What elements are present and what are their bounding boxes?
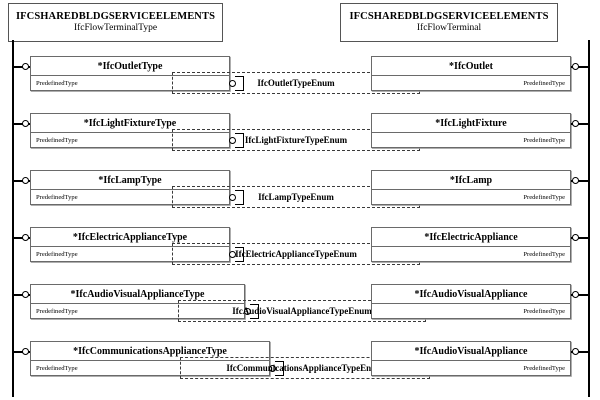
schema-header-left: IFCSHAREDBLDGSERVICEELEMENTS IfcFlowTerm… <box>8 3 223 42</box>
entity-title-right: *IfcOutlet <box>372 57 570 76</box>
supertype-circle-left <box>22 234 29 241</box>
entity-attribute-right: PredefinedType <box>523 250 565 258</box>
optional-bracket-left-bottom <box>235 197 244 205</box>
entity-box-left[interactable]: *IfcAudioVisualApplianceType PredefinedT… <box>30 284 245 319</box>
attribute-circle-left <box>229 194 236 201</box>
optional-bracket-left-bottom <box>235 140 244 148</box>
supertype-circle-left <box>22 177 29 184</box>
supertype-circle-right <box>572 63 579 70</box>
entity-box-right[interactable]: *IfcOutlet PredefinedType <box>371 56 571 91</box>
schema-name-left: IFCSHAREDBLDGSERVICEELEMENTS <box>15 11 216 23</box>
supertype-circle-right <box>572 120 579 127</box>
schema-entity-right: IfcFlowTerminal <box>416 23 482 34</box>
supertype-circle-left <box>22 291 29 298</box>
attribute-circle-left <box>229 251 236 258</box>
attribute-circle-left <box>229 137 236 144</box>
enumeration-label: IfcLampTypeEnum <box>258 192 334 202</box>
optional-bracket-left-top <box>235 190 244 198</box>
entity-attribute-left: PredefinedType <box>36 79 78 87</box>
optional-bracket-left-bottom <box>250 311 259 319</box>
connector-trunk-to-right-entity <box>571 180 588 182</box>
connector-trunk-to-right-entity <box>571 123 588 125</box>
entity-row: *IfcLightFixtureType PredefinedType IfcL… <box>0 0 600 151</box>
entity-attribute-right: PredefinedType <box>523 136 565 144</box>
entity-attribute-left: PredefinedType <box>36 364 78 372</box>
supertype-circle-right <box>572 348 579 355</box>
supertype-circle-left <box>22 348 29 355</box>
entity-box-left[interactable]: *IfcElectricApplianceType PredefinedType <box>30 227 230 262</box>
entity-row: *IfcCommunicationsApplianceType Predefin… <box>0 0 600 379</box>
entity-box-left[interactable]: *IfcCommunicationsApplianceType Predefin… <box>30 341 270 376</box>
attribute-circle-left <box>244 308 251 315</box>
connector-trunk-to-right-entity <box>571 294 588 296</box>
entity-box-left[interactable]: *IfcLampType PredefinedType <box>30 170 230 205</box>
trunk-line-right <box>588 40 590 397</box>
entity-row: *IfcElectricApplianceType PredefinedType… <box>0 0 600 265</box>
optional-bracket-left-top <box>235 247 244 255</box>
entity-title-right: *IfcAudioVisualAppliance <box>372 285 570 304</box>
entity-attribute-left: PredefinedType <box>36 136 78 144</box>
enumeration-label: IfcAudioVisualApplianceTypeEnum <box>232 306 372 316</box>
entity-row: *IfcOutletType PredefinedType IfcOutletT… <box>0 0 600 94</box>
attribute-circle-left <box>229 80 236 87</box>
optional-bracket-left-top <box>235 76 244 84</box>
entity-box-right[interactable]: *IfcAudioVisualAppliance PredefinedType <box>371 284 571 319</box>
supertype-circle-right <box>572 291 579 298</box>
optional-bracket-left-bottom <box>275 368 284 376</box>
entity-box-right[interactable]: *IfcAudioVisualAppliance PredefinedType <box>371 341 571 376</box>
entity-title-left: *IfcLampType <box>31 171 229 190</box>
entity-title-right: *IfcElectricAppliance <box>372 228 570 247</box>
schema-header-right: IFCSHAREDBLDGSERVICEELEMENTS IfcFlowTerm… <box>340 3 558 42</box>
entity-attribute-right: PredefinedType <box>523 193 565 201</box>
supertype-circle-left <box>22 63 29 70</box>
entity-title-left: *IfcAudioVisualApplianceType <box>31 285 244 304</box>
enumeration-label: IfcOutletTypeEnum <box>257 78 335 88</box>
optional-bracket-left-top <box>250 304 259 312</box>
enumeration-label: IfcElectricApplianceTypeEnum <box>235 249 357 259</box>
entity-box-right[interactable]: *IfcElectricAppliance PredefinedType <box>371 227 571 262</box>
connector-trunk-to-right-entity <box>571 66 588 68</box>
entity-box-left[interactable]: *IfcOutletType PredefinedType <box>30 56 230 91</box>
entity-attribute-left: PredefinedType <box>36 250 78 258</box>
optional-bracket-left-top <box>235 133 244 141</box>
optional-bracket-left-top <box>275 361 284 369</box>
enumeration-label: IfcLightFixtureTypeEnum <box>244 135 348 145</box>
entity-title-left: *IfcElectricApplianceType <box>31 228 229 247</box>
supertype-circle-right <box>572 177 579 184</box>
entity-attribute-left: PredefinedType <box>36 307 78 315</box>
entity-attribute-left: PredefinedType <box>36 193 78 201</box>
entity-row: *IfcLampType PredefinedType IfcLampTypeE… <box>0 0 600 208</box>
enumeration-label: IfcCommunicationsApplianceTypeEnum <box>226 363 384 373</box>
attribute-circle-left <box>269 365 276 372</box>
entity-box-left[interactable]: *IfcLightFixtureType PredefinedType <box>30 113 230 148</box>
supertype-circle-right <box>572 234 579 241</box>
entity-title-right: *IfcLamp <box>372 171 570 190</box>
entity-attribute-right: PredefinedType <box>523 364 565 372</box>
entity-box-right[interactable]: *IfcLightFixture PredefinedType <box>371 113 571 148</box>
entity-title-left: *IfcOutletType <box>31 57 229 76</box>
optional-bracket-left-bottom <box>235 254 244 262</box>
supertype-circle-left <box>22 120 29 127</box>
entity-row: *IfcAudioVisualApplianceType PredefinedT… <box>0 0 600 322</box>
connector-trunk-to-right-entity <box>571 237 588 239</box>
optional-bracket-left-bottom <box>235 83 244 91</box>
entity-box-right[interactable]: *IfcLamp PredefinedType <box>371 170 571 205</box>
schema-entity-left: IfcFlowTerminalType <box>73 23 158 34</box>
entity-title-left: *IfcCommunicationsApplianceType <box>31 342 269 361</box>
schema-name-right: IFCSHAREDBLDGSERVICEELEMENTS <box>349 11 549 23</box>
trunk-line-left <box>12 40 14 397</box>
connector-trunk-to-right-entity <box>571 351 588 353</box>
entity-attribute-right: PredefinedType <box>523 307 565 315</box>
entity-title-left: *IfcLightFixtureType <box>31 114 229 133</box>
entity-title-right: *IfcAudioVisualAppliance <box>372 342 570 361</box>
entity-attribute-right: PredefinedType <box>523 79 565 87</box>
entity-title-right: *IfcLightFixture <box>372 114 570 133</box>
